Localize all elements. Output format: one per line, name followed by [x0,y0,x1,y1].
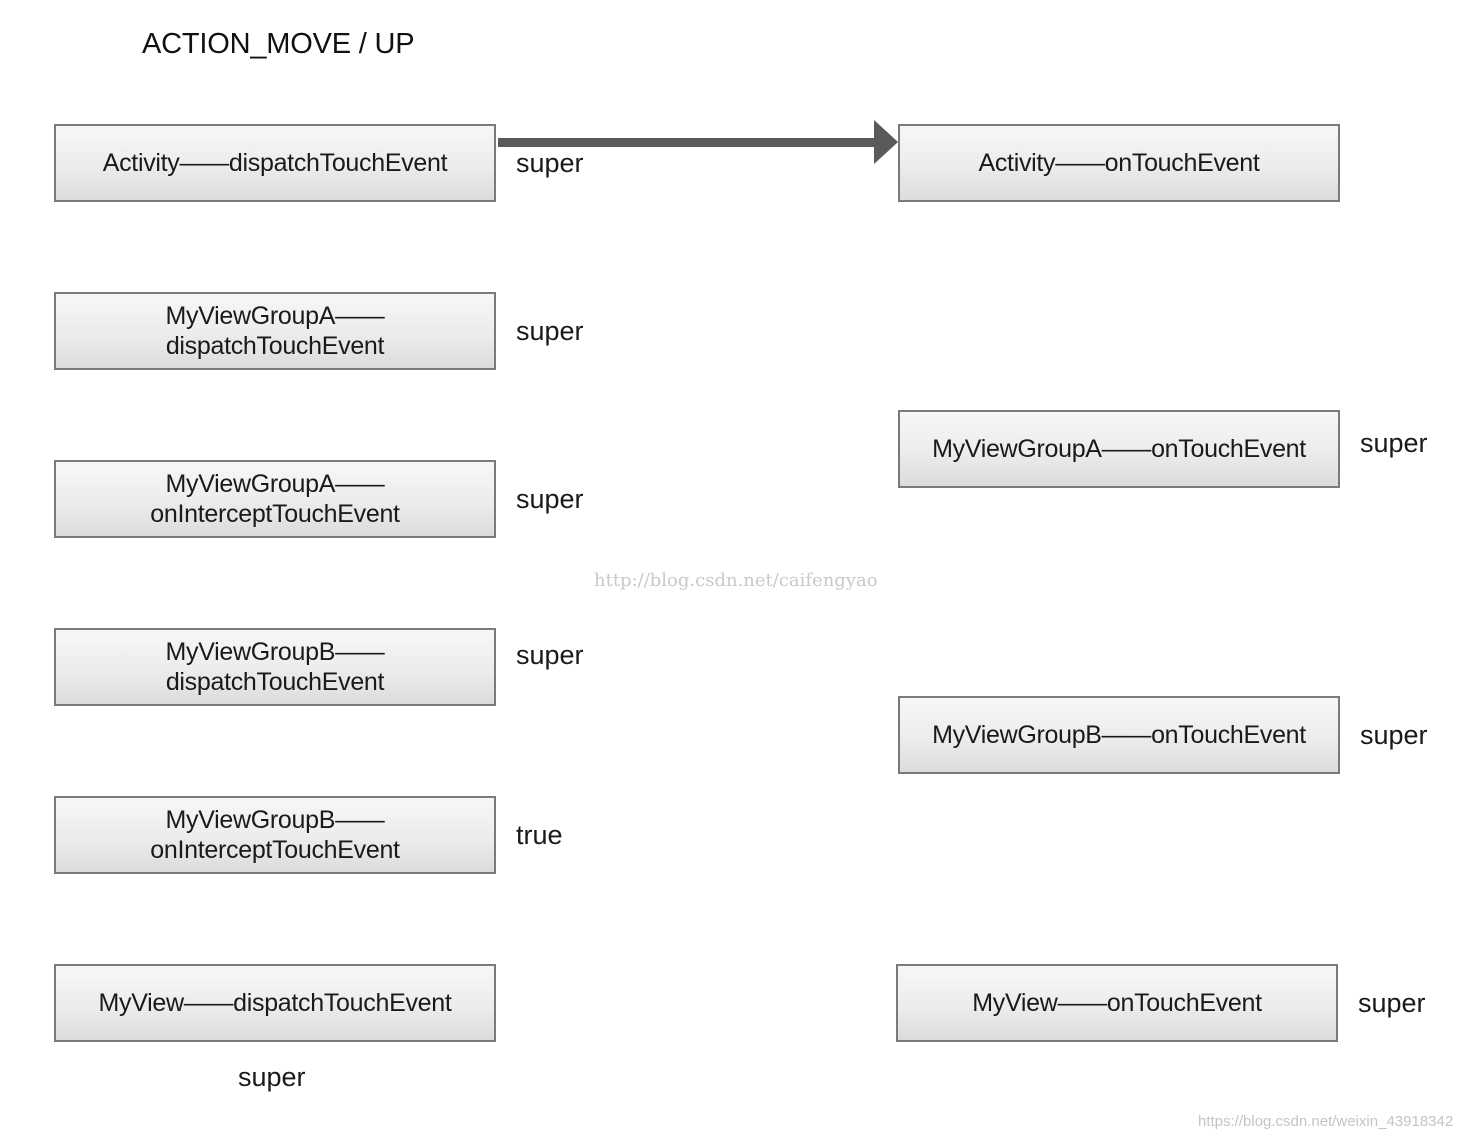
activity-dispatch-box: Activity——dispatchTouchEvent [54,124,496,202]
viewgroupa-intercept-box: MyViewGroupA—— onInterceptTouchEvent [54,460,496,538]
box-label: Activity——dispatchTouchEvent [102,149,448,177]
box-label: MyViewGroupB—— dispatchTouchEvent [165,638,385,696]
watermark-corner: https://blog.csdn.net/weixin_43918342 [1198,1113,1454,1130]
arrow-head [874,120,898,164]
activity-ontouch-box: Activity——onTouchEvent [898,124,1340,202]
viewgroupb-ontouch-box: MyViewGroupB——onTouchEvent [898,696,1340,774]
myview-dispatch-box: MyView——dispatchTouchEvent [54,964,496,1042]
box-label: MyViewGroupA—— dispatchTouchEvent [165,302,385,360]
return-label: true [516,820,563,850]
myview-ontouch-box: MyView——onTouchEvent [896,964,1338,1042]
viewgroupa-ontouch-box: MyViewGroupA——onTouchEvent [898,410,1340,488]
box-label: MyViewGroupB—— onInterceptTouchEvent [150,806,400,864]
box-label: MyView——onTouchEvent [972,989,1262,1017]
return-label: super [1360,428,1428,458]
return-label: super [1358,988,1426,1018]
box-label: Activity——onTouchEvent [978,149,1260,177]
viewgroupb-intercept-box: MyViewGroupB—— onInterceptTouchEvent [54,796,496,874]
box-label: MyView——dispatchTouchEvent [98,989,452,1017]
return-label: super [238,1062,306,1092]
box-label: MyViewGroupA—— onInterceptTouchEvent [150,470,400,528]
box-label: MyViewGroupB——onTouchEvent [932,721,1306,749]
diagram-title: ACTION_MOVE / UP [142,28,415,60]
return-label: super [1360,720,1428,750]
arrow-shaft [498,138,876,147]
return-label: super [516,148,584,178]
watermark-center: http://blog.csdn.net/caifengyao [594,570,878,591]
return-label: super [516,316,584,346]
box-label: MyViewGroupA——onTouchEvent [932,435,1306,463]
return-label: super [516,640,584,670]
viewgroupa-dispatch-box: MyViewGroupA—— dispatchTouchEvent [54,292,496,370]
return-label: super [516,484,584,514]
viewgroupb-dispatch-box: MyViewGroupB—— dispatchTouchEvent [54,628,496,706]
